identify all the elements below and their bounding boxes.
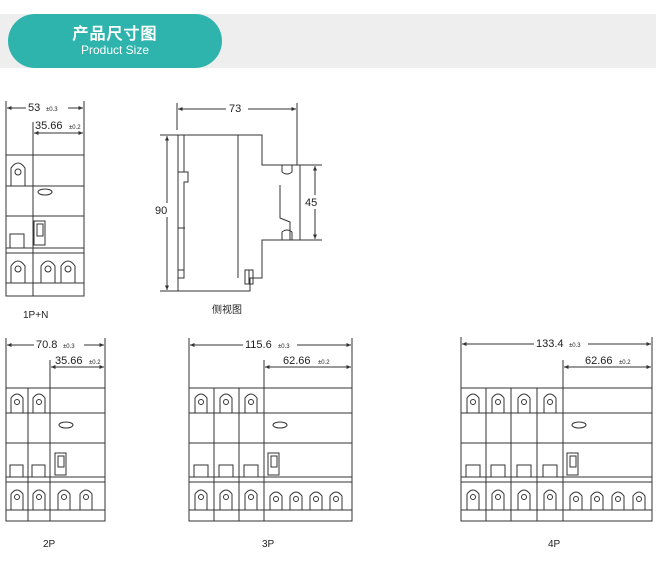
dim-1pn-overall: 53: [28, 102, 40, 114]
dim-1pn-module-tol: ±0.2: [69, 125, 81, 131]
label-2p: 2P: [43, 539, 56, 550]
dim-2p-module-tol: ±0.2: [89, 360, 101, 366]
dim-side-step: 45: [305, 197, 317, 209]
view-side: [160, 103, 322, 292]
label-side: 侧视图: [212, 303, 242, 316]
dim-4p-module-tol: ±0.2: [619, 360, 631, 366]
dim-2p-module: 35.66: [55, 355, 83, 367]
label-1pn: 1P+N: [23, 310, 48, 321]
dim-3p-module: 62.66: [283, 355, 311, 367]
dim-4p-overall-tol: ±0.3: [569, 343, 581, 349]
dim-4p-overall: 133.4: [536, 338, 564, 350]
header-title: 产品尺寸图: [72, 24, 158, 43]
label-3p: 3P: [262, 539, 275, 550]
dim-3p-module-tol: ±0.2: [318, 360, 330, 366]
dim-1pn-overall-tol: ±0.3: [46, 107, 58, 113]
dim-side-depth: 73: [229, 103, 241, 115]
view-2p: [5, 338, 106, 522]
header-tab: 产品尺寸图 Product Size: [8, 14, 222, 68]
label-4p: 4P: [548, 539, 561, 550]
dim-2p-overall-tol: ±0.3: [63, 344, 75, 350]
dim-side-height: 90: [155, 205, 167, 217]
dim-2p-overall: 70.8: [36, 339, 57, 351]
dim-4p-module: 62.66: [585, 355, 613, 367]
view-3p: [188, 338, 353, 522]
dim-3p-overall-tol: ±0.3: [278, 344, 290, 350]
dim-1pn-module: 35.66: [35, 120, 63, 132]
header-subtitle: Product Size: [80, 43, 150, 57]
dim-3p-overall: 115.6: [245, 339, 272, 351]
